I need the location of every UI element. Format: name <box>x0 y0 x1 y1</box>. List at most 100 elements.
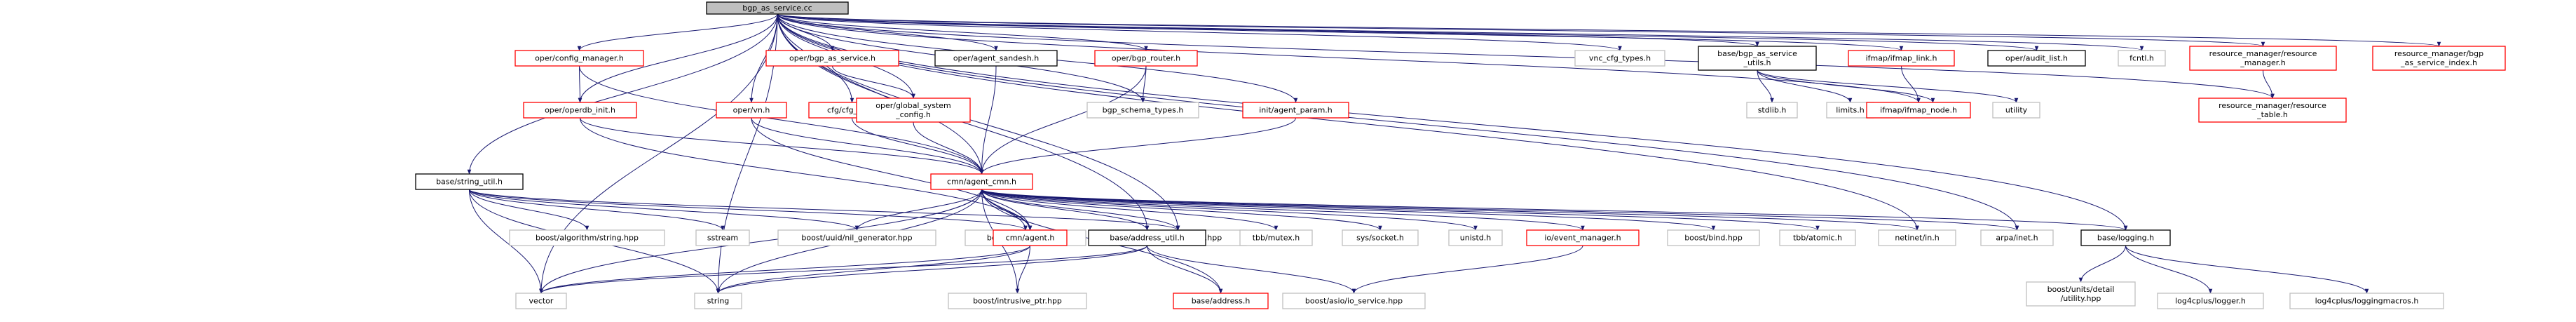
node-label: base/logging.h <box>2097 234 2154 243</box>
node-event-manager[interactable]: io/event_manager.h <box>1526 229 1640 246</box>
node-io-service: boost/asio/io_service.hpp <box>1282 293 1426 309</box>
node-units-detail: boost/units/detail/utility.hpp <box>2026 281 2136 307</box>
node-box <box>2198 98 2347 123</box>
edge-root-to-uuid_io <box>777 13 1180 231</box>
edge-root-to-config_manager <box>577 13 778 51</box>
node-global-system[interactable]: oper/global_system_config.h <box>856 98 971 123</box>
node-label: _manager.h <box>2240 58 2285 67</box>
node-label: tbb/atomic.h <box>1793 234 1842 243</box>
node-label: base/address_util.h <box>1110 234 1185 243</box>
node-label: resource_manager/resource <box>2209 49 2317 58</box>
node-audit-list[interactable]: oper/audit_list.h <box>1987 50 2086 67</box>
node-rm-bgp-index[interactable]: resource_manager/bgp_as_service_index.h <box>2372 46 2506 71</box>
node-nil-gen: boost/uuid/nil_generator.hpp <box>777 229 936 246</box>
node-label: boost/uuid/nil_generator.hpp <box>801 234 912 243</box>
edge-oper_vn-to-agent_cmn <box>751 117 984 175</box>
node-operdb-init[interactable]: oper/operdb_init.h <box>523 102 637 119</box>
node-config-manager[interactable]: oper/config_manager.h <box>514 50 644 67</box>
edge-agent_cmn-to-base_logging <box>981 189 2127 231</box>
node-label: _table.h <box>2256 110 2288 119</box>
node-label: ifmap/ifmap_link.h <box>1866 54 1937 63</box>
node-label: limits.h <box>1836 106 1864 115</box>
node-box <box>1980 229 2054 246</box>
node-label: boost/asio/io_service.hpp <box>1305 297 1403 306</box>
edge-root-to-rm_bgp_index <box>777 13 2441 47</box>
node-box <box>1088 229 1206 246</box>
edge-address_util-to-string <box>716 245 1147 294</box>
node-agent-cmn[interactable]: cmn/agent_cmn.h <box>930 173 1033 190</box>
edge-event_manager-to-io_service <box>1351 245 1583 294</box>
node-box <box>523 102 637 119</box>
node-label: io/event_manager.h <box>1544 234 1621 243</box>
node-box <box>1779 229 1856 246</box>
edge-root-to-operdb_init <box>578 13 778 103</box>
node-rm-manager[interactable]: resource_manager/resource_manager.h <box>2189 46 2337 71</box>
node-box <box>1574 50 1665 67</box>
node-label: sys/socket.h <box>1356 234 1404 243</box>
node-box <box>1173 293 1269 309</box>
edge-base_bgp_utils-to-inttypes <box>1757 69 1935 103</box>
node-label: netinet/in.h <box>1895 234 1939 243</box>
node-ifmap-node[interactable]: ifmap/ifmap_node.h <box>1866 102 1971 119</box>
node-label: oper/agent_sandesh.h <box>953 54 1039 63</box>
node-box <box>1848 50 1955 67</box>
node-agent-sandesh[interactable]: oper/agent_sandesh.h <box>934 50 1058 67</box>
node-root[interactable]: bgp_as_service.cc <box>706 1 849 15</box>
edge-address_util-to-io_service <box>1147 245 1356 294</box>
node-label: bgp_schema_types.h <box>1103 106 1184 115</box>
edge-bgp_router-to-bgp_schema <box>1140 65 1147 103</box>
edge-string_util-to-uuid_io <box>469 189 1180 231</box>
node-label: /utility.hpp <box>2061 294 2101 303</box>
node-box <box>1987 50 2086 67</box>
node-box <box>1094 50 1198 67</box>
node-address-util[interactable]: base/address_util.h <box>1088 229 1206 246</box>
node-label: oper/vn.h <box>733 106 770 115</box>
edge-cmn_agent-to-vector <box>539 245 1030 294</box>
edge-base_logging-to-log4_logger <box>2125 245 2213 294</box>
node-box <box>2157 293 2264 309</box>
node-intrusive-ptr: boost/intrusive_ptr.hpp <box>948 293 1087 309</box>
edge-string_util-to-nil_gen <box>469 189 859 231</box>
node-box <box>716 102 787 119</box>
node-box <box>1342 229 1419 246</box>
node-tbb-mutex: tbb/mutex.h <box>1239 229 1313 246</box>
edge-cmn_agent-to-intrusive_ptr <box>1015 245 1030 294</box>
edges-layer <box>467 13 2441 294</box>
edge-cfg_init-to-agent_cmn <box>852 117 984 175</box>
node-label: base/bgp_as_service <box>1717 49 1797 58</box>
node-box <box>694 293 742 309</box>
node-base-logging[interactable]: base/logging.h <box>2080 229 2171 246</box>
node-tbb-atomic: tbb/atomic.h <box>1779 229 1856 246</box>
edge-ifmap_link-to-ifmap_node <box>1901 65 1921 103</box>
edge-base_bgp_utils-to-utility <box>1757 69 2019 103</box>
node-ifmap-link[interactable]: ifmap/ifmap_link.h <box>1848 50 1955 67</box>
edge-agent_cmn-to-arpa_inet <box>981 189 2019 231</box>
node-base-address[interactable]: base/address.h <box>1173 293 1269 309</box>
node-label: arpa/inet.h <box>1996 234 2038 243</box>
node-box <box>1282 293 1426 309</box>
edge-string_util-to-vector <box>469 189 543 294</box>
node-rm-table[interactable]: resource_manager/resource_table.h <box>2198 98 2347 123</box>
node-unistd: unistd.h <box>1448 229 1503 246</box>
edge-root-to-base_logging <box>777 13 2128 231</box>
node-string-util[interactable]: base/string_util.h <box>415 173 524 190</box>
edge-global_system-to-agent_cmn <box>913 121 984 175</box>
node-box <box>930 173 1033 190</box>
node-oper-vn[interactable]: oper/vn.h <box>716 102 787 119</box>
edge-agent_cmn-to-sys_socket <box>981 189 1382 231</box>
node-label: oper/operdb_init.h <box>545 106 615 115</box>
node-label: cmn/agent_cmn.h <box>947 177 1016 187</box>
node-fcntl: fcntl.h <box>2118 50 2166 67</box>
node-box <box>706 1 849 15</box>
node-bgp-router[interactable]: oper/bgp_router.h <box>1094 50 1198 67</box>
node-oper-bgp-as-service[interactable]: oper/bgp_as_service.h <box>765 50 899 67</box>
edge-root-to-fcntl <box>777 13 2144 51</box>
node-box <box>695 229 750 246</box>
node-log4-logger: log4cplus/logger.h <box>2157 293 2264 309</box>
node-base-bgp-utils[interactable]: base/bgp_as_service_utils.h <box>1698 46 1817 71</box>
node-agent-param[interactable]: init/agent_param.h <box>1242 102 1349 119</box>
node-box <box>1086 102 1199 119</box>
node-cmn-agent[interactable]: cmn/agent.h <box>993 229 1068 246</box>
